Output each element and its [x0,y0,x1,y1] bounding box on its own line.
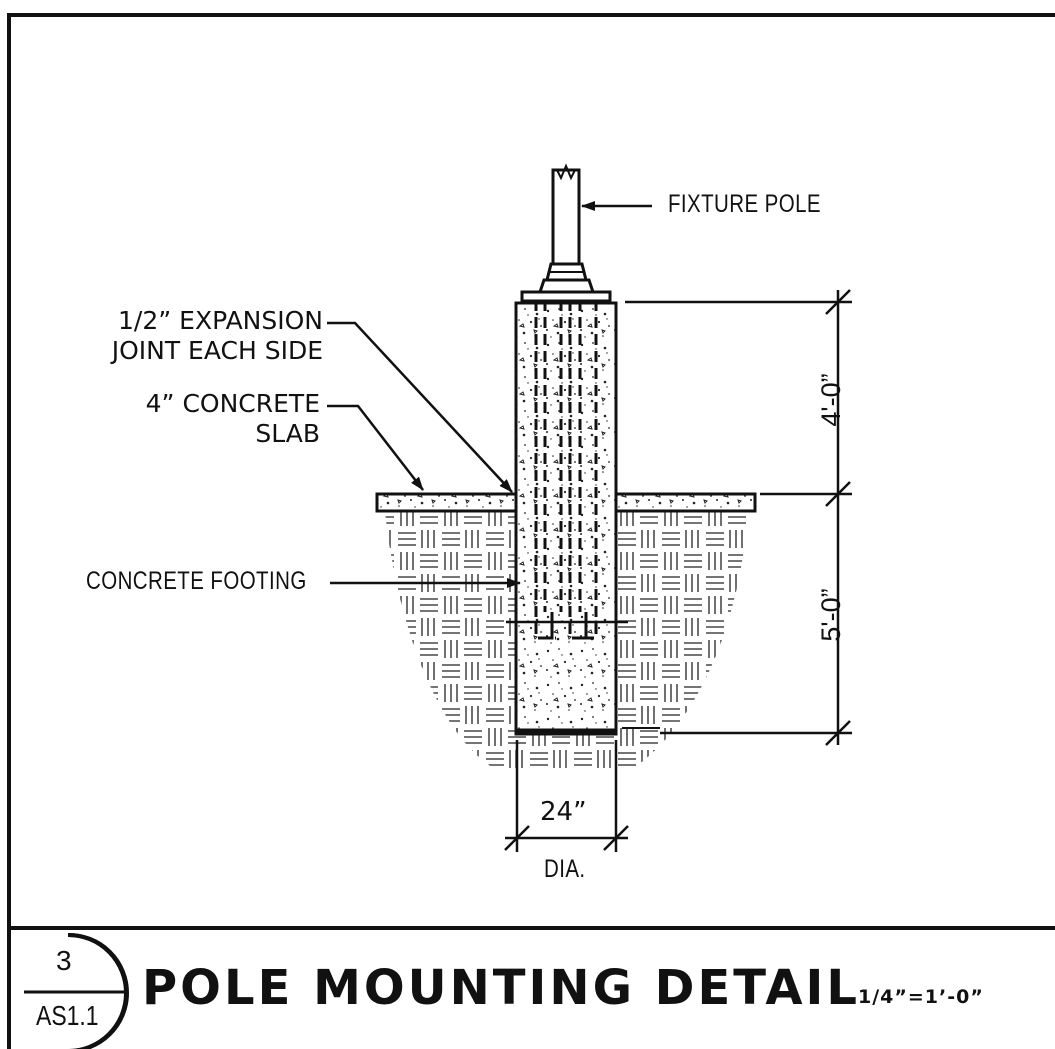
slab-label-line2: SLAB [255,419,320,448]
sheet-reference: AS1.1 [36,1000,99,1031]
anchor-bolts [534,300,598,640]
fixture-pole [520,163,612,303]
vertical-dimension [625,289,852,746]
detail-number: 3 [56,945,72,976]
fixture-pole-label: FIXTURE POLE [668,190,822,218]
detail-title: POLE MOUNTING DETAIL [142,960,860,1016]
dim-lower-label: 5'-0” [816,588,846,642]
expansion-joint-label-line2: JOINT EACH SIDE [111,336,323,365]
concrete-footing [506,301,660,736]
leader-lines [327,201,652,588]
dim-upper-label: 4'-0” [816,373,846,427]
width-dimension [504,740,629,852]
dim-width-label: 24” [540,797,587,827]
dim-width-note: DIA. [544,855,586,883]
title-block [9,926,1055,1049]
slab-label-line1: 4” CONCRETE [145,389,320,418]
expansion-joint-label-line1: 1/2” EXPANSION [118,306,323,335]
footing-label: CONCRETE FOOTING [86,567,307,595]
drawing-scale: 1/4”=1’-0” [858,986,984,1008]
sheet-border [7,13,1055,1049]
